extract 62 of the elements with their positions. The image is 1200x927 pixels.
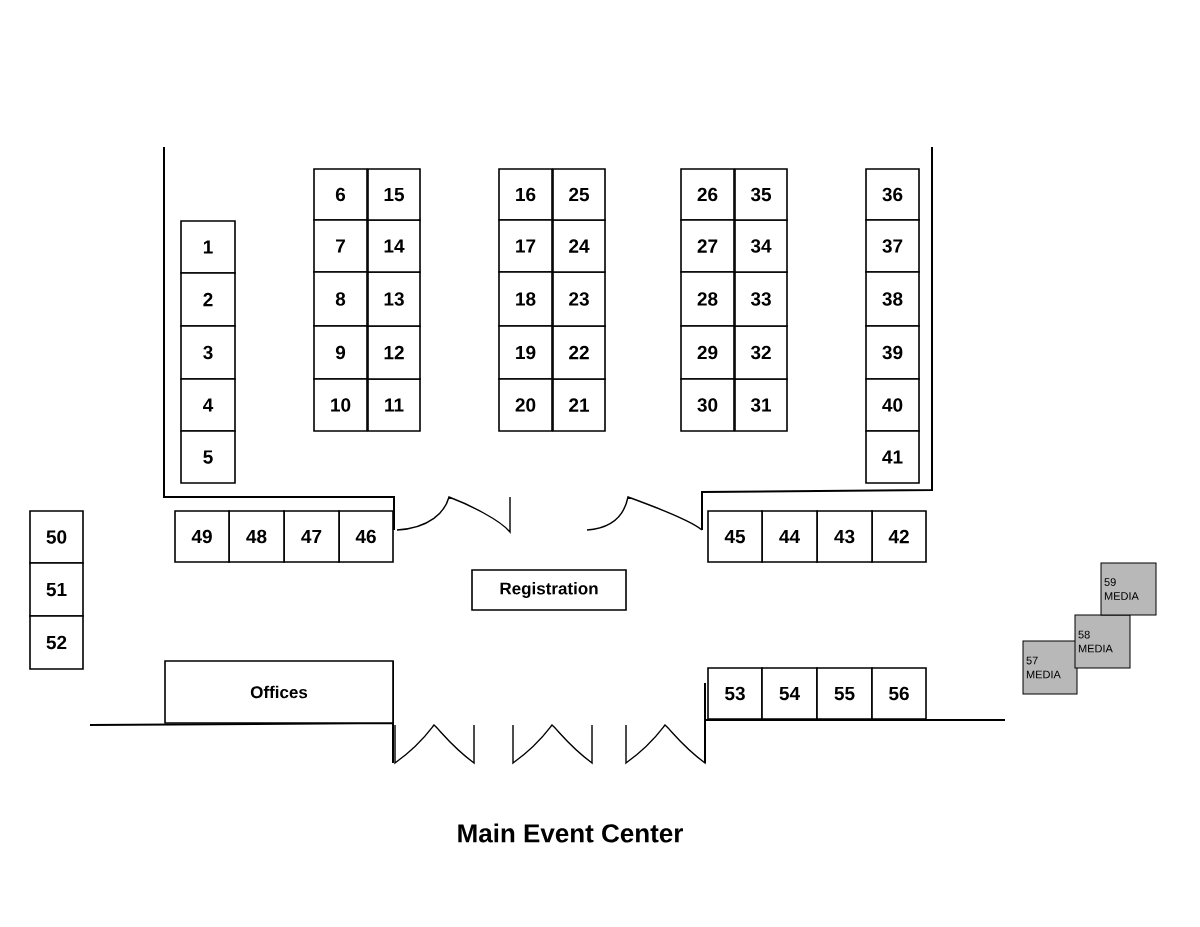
booth-box: 35 [734,168,788,221]
booth-box: 47 [283,510,340,563]
booth-box: 31 [734,378,788,432]
booth-box: 46 [338,510,394,563]
registration-desk: Registration [471,569,627,611]
booth-box: 50 [29,510,84,564]
booth-box: 52 [29,615,84,670]
booth-box: 42 [871,510,927,563]
booth-box: 48 [228,510,285,563]
booth-box: 16 [498,168,553,221]
booth-box: 2 [180,272,236,327]
booth-box: 6 [313,168,368,221]
booth-box: 8 [313,271,368,327]
booth-box: 39 [865,325,920,380]
booth-box: 3 [180,325,236,380]
booth-box: 5 [180,430,236,484]
booth-box: 29 [680,325,735,380]
booth-box: 24 [552,219,606,273]
booth-box: 28 [680,271,735,327]
booth-box: 43 [816,510,873,563]
booth-box: 19 [498,325,553,380]
booth-box: 54 [761,667,818,720]
booth-box: 56 [871,667,927,720]
booth-box: 45 [707,510,763,563]
booth-box: 9 [313,325,368,380]
booth-box: 25 [552,168,606,221]
booth-box: 34 [734,219,788,273]
booth-box: 21 [552,378,606,432]
booth-box: 17 [498,219,553,273]
title: Main Event Center [458,823,683,843]
booth-box: 51 [29,562,84,617]
booth-box: 20 [498,378,553,432]
booth-box: 32 [734,325,788,380]
booth-box: 10 [313,378,368,432]
booth-box: 49 [174,510,230,563]
booth-box: 13 [367,271,421,327]
booth-box: 33 [734,271,788,327]
booth-box: 11 [367,378,421,432]
booth-box: 53 [707,667,763,720]
booth-box: 44 [761,510,818,563]
booth-box: 4 [180,378,236,432]
booth-box: 27 [680,219,735,273]
booth-box: 36 [865,168,920,221]
media-booth-box: 57 MEDIA [1022,640,1078,695]
booth-box: 55 [816,667,873,720]
office-room: Offices [164,660,394,724]
booth-box: 26 [680,168,735,221]
booth-box: 14 [367,219,421,273]
booth-box: 30 [680,378,735,432]
booth-box: 22 [552,325,606,380]
booth-box: 15 [367,168,421,221]
booth-box: 1 [180,220,236,274]
booth-box: 37 [865,219,920,273]
booth-box: 7 [313,219,368,273]
media-booth-box: 59 MEDIA [1100,562,1157,616]
booth-box: 18 [498,271,553,327]
booth-box: 38 [865,271,920,327]
booth-box: 41 [865,430,920,484]
booth-box: 40 [865,378,920,432]
media-booth-box: 58 MEDIA [1074,614,1131,669]
booth-box: 12 [367,325,421,380]
booth-box: 23 [552,271,606,327]
